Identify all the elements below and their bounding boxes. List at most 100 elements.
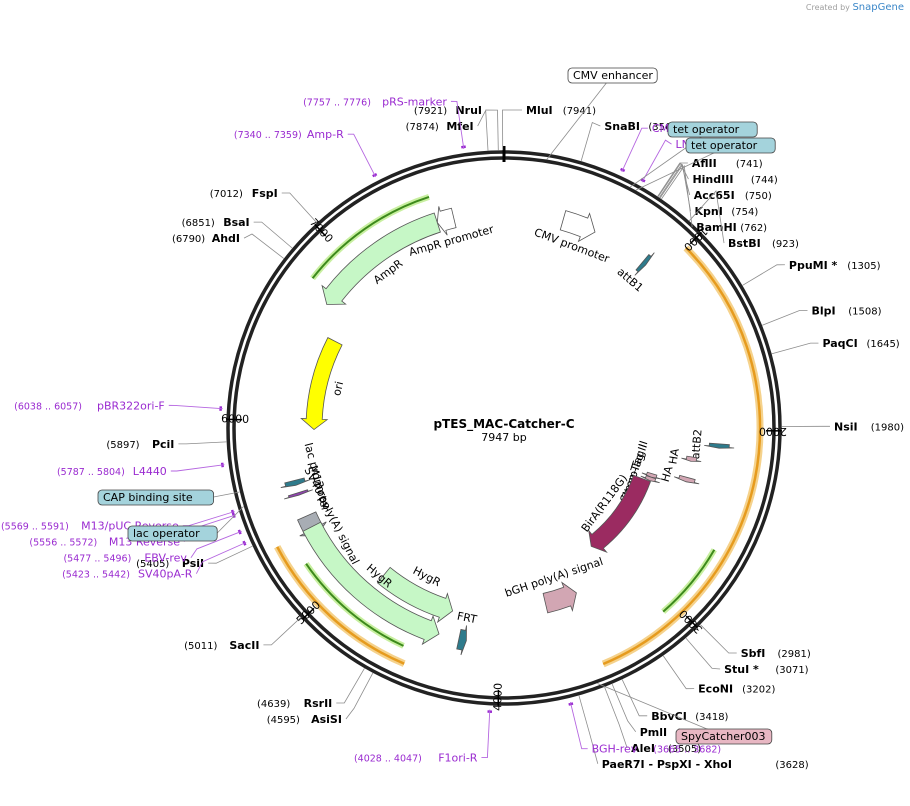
- feature-box-label: CAP binding site: [103, 491, 193, 504]
- feature-label: FRT: [456, 610, 478, 627]
- site-leader-line: [657, 162, 689, 197]
- primer-name: Amp-R: [307, 128, 344, 141]
- site-position: (1645): [866, 339, 899, 350]
- primer-position: (4028 .. 4047): [354, 754, 422, 765]
- plasmid-size: 7947 bp: [481, 431, 526, 444]
- feature-frt: [456, 625, 467, 656]
- site-leader-line: [662, 655, 695, 690]
- site-bbvci[interactable]: BbvCI(3418): [651, 710, 728, 723]
- site-position: (1305): [847, 261, 880, 272]
- site-paer7i-pspxi-xhoi[interactable]: PaeR7I - PspXI - XhoI(3628): [602, 758, 809, 771]
- primer-name: F1ori-R: [438, 752, 478, 765]
- feature-ori: [300, 337, 343, 431]
- site-asisi[interactable]: AsiSI(4595): [267, 713, 342, 726]
- site-bsai[interactable]: BsaI(6851): [182, 216, 250, 229]
- site-leader-line: [502, 109, 523, 151]
- site-position: (3628): [775, 760, 808, 771]
- site-bamhi[interactable]: BamHI(762): [696, 221, 767, 234]
- feature-label: attB2: [689, 429, 704, 460]
- primer-name: SV40pA-R: [138, 568, 193, 581]
- feature-box-cmv-enhancer[interactable]: CMV enhancer: [567, 67, 658, 84]
- site-leader-line: [345, 672, 374, 720]
- site-kpni[interactable]: KpnI(754): [695, 205, 759, 218]
- primer-position: (7757 .. 7776): [303, 97, 371, 108]
- site-position: (7874): [406, 122, 439, 133]
- feature-box-bg: [567, 67, 658, 84]
- site-econi[interactable]: EcoNI(3202): [698, 683, 775, 696]
- site-hindiii[interactable]: HindIII(744): [692, 173, 777, 186]
- site-sacii[interactable]: SacII(5011): [184, 639, 259, 652]
- site-acc65i[interactable]: Acc65I(750): [694, 189, 772, 202]
- feature-box-tet-operator[interactable]: tet operator: [685, 137, 776, 154]
- primer-bgh-rev[interactable]: BGH-rev(3665 .. 3682): [592, 743, 721, 756]
- feature-bira-r118g: [588, 474, 652, 554]
- feature-box-cap-binding-site[interactable]: CAP binding site: [97, 489, 214, 506]
- primer-amp-r[interactable]: Amp-R(7340 .. 7359): [234, 128, 344, 141]
- feature-hygr: [302, 521, 440, 646]
- primer-name: pBR322ori-F: [97, 399, 165, 412]
- bp-tick: [689, 231, 703, 245]
- site-stui[interactable]: StuI *(3071): [724, 663, 809, 676]
- bp-tick-label: 4000: [491, 683, 505, 711]
- feature-hygr: [376, 566, 454, 624]
- bp-tick-label: 2000: [759, 425, 787, 438]
- site-position: (762): [740, 223, 767, 234]
- site-rsrii[interactable]: RsrII(4639): [257, 697, 332, 710]
- site-pcii[interactable]: PciI(5897): [106, 438, 174, 451]
- overlay-arcs-layer: [274, 194, 764, 668]
- site-fspi[interactable]: FspI(7012): [210, 187, 278, 200]
- site-ahdi[interactable]: AhdI(6790): [172, 232, 240, 245]
- site-aflii[interactable]: AflII(741): [692, 157, 763, 170]
- feature-strep-tag-ii: [640, 475, 660, 484]
- feature-box-label: SpyCatcher003: [681, 730, 766, 743]
- site-position: (5011): [184, 641, 217, 652]
- site-name: BstBI: [728, 237, 761, 250]
- site-name: BbvCI: [651, 710, 687, 723]
- feature-box-lac-operator[interactable]: lac operator: [127, 525, 218, 542]
- site-psii[interactable]: PsiI(5405): [136, 557, 204, 570]
- site-ppumi[interactable]: PpuMI *(1305): [789, 259, 881, 272]
- primer-f1ori-r[interactable]: F1ori-R (4028 .. 4047): [354, 752, 478, 765]
- site-mfei[interactable]: MfeI(7874): [406, 120, 474, 133]
- site-alei[interactable]: AleI(3505): [631, 742, 701, 755]
- site-bstbi[interactable]: BstBI(923): [728, 237, 799, 250]
- primer-sv40pa-r[interactable]: SV40pA-R(5423 .. 5442): [62, 568, 193, 581]
- primer-position: (5787 .. 5804): [57, 467, 125, 478]
- site-nrui[interactable]: NruI(7921): [414, 104, 482, 117]
- feature-label: HA: [659, 464, 676, 483]
- primer-leader-line: [621, 127, 648, 172]
- primer-l4440[interactable]: L4440(5787 .. 5804): [57, 465, 167, 478]
- site-blpi[interactable]: BlpI(1508): [811, 304, 881, 317]
- primer-leader-line: [347, 133, 377, 178]
- snapgene-credit: Created by SnapGene: [806, 2, 904, 13]
- site-position: (5897): [106, 440, 139, 451]
- site-leader-line: [580, 121, 601, 162]
- site-paqci[interactable]: PaqCI(1645): [822, 337, 899, 350]
- feature-box-tet-operator[interactable]: tet operator: [667, 121, 758, 138]
- feature-box-spycatcher003[interactable]: SpyCatcher003: [675, 728, 773, 745]
- site-name: StuI *: [724, 663, 759, 676]
- site-position: (750): [745, 191, 772, 202]
- site-leader-line: [657, 162, 688, 197]
- site-name: AleI: [631, 742, 655, 755]
- feature-ampr: [321, 212, 441, 305]
- primer-ebv-rev[interactable]: EBV-rev(5477 .. 5496): [63, 552, 187, 565]
- primer-prs-marker[interactable]: pRS-marker(7757 .. 7776): [303, 95, 447, 108]
- feature-ha: [674, 474, 700, 485]
- feature-box-label: CMV enhancer: [573, 69, 653, 82]
- site-leader-line: [621, 679, 648, 717]
- site-snabi[interactable]: SnaBI(356): [604, 120, 675, 133]
- site-leader-line: [611, 683, 637, 733]
- site-nsii[interactable]: NsiI(1980): [834, 420, 904, 433]
- site-mlui[interactable]: MluI(7941): [526, 104, 596, 117]
- primer-leader-line: [569, 701, 588, 750]
- site-sbfi[interactable]: SbfI(2981): [741, 647, 811, 660]
- feature-box-bg: [667, 121, 758, 138]
- site-position: (4639): [257, 699, 290, 710]
- site-leader-line: [762, 310, 808, 326]
- primer-position: (5477 .. 5496): [63, 554, 131, 565]
- primer-pbr322ori-f[interactable]: pBR322ori-F(6038 .. 6057): [14, 399, 165, 412]
- site-name: AflII: [692, 157, 717, 170]
- site-leader-line: [604, 686, 628, 748]
